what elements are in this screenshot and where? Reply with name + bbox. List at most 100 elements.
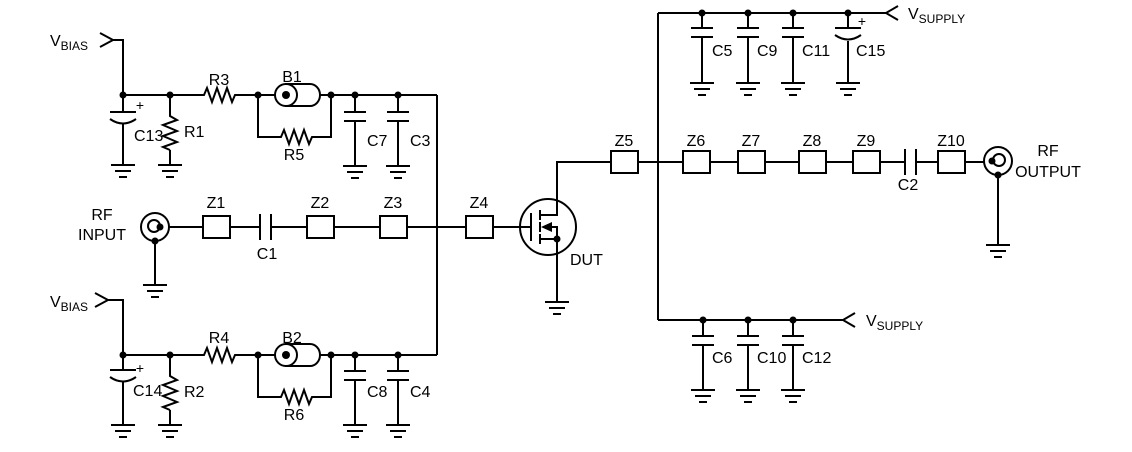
plus-mark-c13: + bbox=[136, 97, 144, 113]
label-z7: Z7 bbox=[742, 133, 761, 150]
resistor-r6 bbox=[278, 387, 315, 407]
label-z9: Z9 bbox=[857, 133, 876, 150]
capacitor-c8 bbox=[343, 370, 367, 381]
ground-icon bbox=[385, 424, 411, 438]
plus-mark-c15: + bbox=[858, 13, 866, 29]
vbias-top-arrow-icon bbox=[99, 32, 116, 48]
ground-icon bbox=[690, 389, 716, 403]
junction-dots bbox=[119, 9, 852, 359]
wire-r6-loop bbox=[257, 355, 332, 398]
label-c14: C14 bbox=[133, 383, 162, 400]
capacitor-c2 bbox=[904, 149, 917, 175]
port-label-rf-output-2: OUTPUT bbox=[1015, 164, 1081, 181]
port-label-rf-output-1: RF bbox=[1037, 143, 1059, 160]
ground-icon bbox=[835, 82, 861, 96]
ground-icon bbox=[157, 424, 183, 438]
wire-vbias-top-feed bbox=[113, 39, 124, 95]
impedance-z2 bbox=[306, 215, 335, 239]
ferrite-bead-b1 bbox=[274, 83, 321, 107]
ground-icon bbox=[544, 301, 570, 315]
port-label-vbias-top: VBIAS bbox=[50, 33, 88, 53]
ground-icon bbox=[110, 424, 136, 438]
label-c3: C3 bbox=[410, 133, 431, 150]
resistor-r4 bbox=[200, 345, 237, 365]
label-b2: B2 bbox=[282, 330, 302, 347]
label-z5: Z5 bbox=[615, 133, 634, 150]
label-c6: C6 bbox=[712, 350, 733, 367]
rf-output-connector bbox=[983, 146, 1013, 179]
capacitors bbox=[109, 27, 917, 383]
port-label-rf-input-2: INPUT bbox=[78, 227, 126, 244]
vsupply-top-arrow-icon bbox=[884, 5, 899, 21]
capacitor-c12 bbox=[781, 335, 805, 346]
impedance-z5 bbox=[610, 150, 639, 174]
label-c10: C10 bbox=[757, 350, 786, 367]
impedance-blocks bbox=[202, 150, 966, 239]
resistor-r5 bbox=[278, 127, 315, 147]
label-c12: C12 bbox=[802, 350, 831, 367]
wire-dut-source bbox=[540, 238, 558, 302]
label-z2: Z2 bbox=[311, 195, 330, 212]
port-label-vsupply-top: VSUPPLY bbox=[908, 6, 965, 26]
label-z8: Z8 bbox=[803, 133, 822, 150]
capacitor-c4 bbox=[386, 370, 410, 381]
label-b1: B1 bbox=[282, 69, 302, 86]
label-dut: DUT bbox=[570, 252, 603, 269]
plus-mark-c14: + bbox=[136, 360, 144, 376]
capacitor-c11 bbox=[781, 27, 805, 38]
ground-icon bbox=[735, 82, 761, 96]
wire-vbias-bottom-feed bbox=[108, 299, 124, 355]
vbias-bottom-arrow-icon bbox=[94, 292, 111, 308]
label-z4: Z4 bbox=[470, 195, 489, 212]
label-z3: Z3 bbox=[384, 195, 403, 212]
label-r3: R3 bbox=[209, 72, 230, 89]
capacitor-c14 bbox=[109, 369, 137, 383]
capacitor-c1 bbox=[259, 214, 272, 240]
ground-icon bbox=[142, 284, 168, 298]
ground-icon bbox=[110, 164, 136, 178]
impedance-z9 bbox=[852, 150, 881, 174]
vsupply-bottom-arrow-icon bbox=[841, 312, 856, 328]
label-c7: C7 bbox=[367, 133, 388, 150]
ground-icon bbox=[157, 164, 183, 178]
ground-icon bbox=[735, 389, 761, 403]
impedance-z3 bbox=[379, 215, 408, 239]
label-c5: C5 bbox=[712, 43, 733, 60]
wire-r5-loop bbox=[257, 95, 332, 138]
port-label-vsupply-bottom: VSUPPLY bbox=[866, 313, 923, 333]
label-z1: Z1 bbox=[207, 195, 226, 212]
capacitor-c5 bbox=[690, 27, 714, 38]
resistor-r3 bbox=[200, 85, 237, 105]
label-r5: R5 bbox=[284, 147, 305, 164]
ground-icon bbox=[985, 244, 1011, 258]
ground-icon bbox=[780, 82, 806, 96]
resistor-r2 bbox=[160, 372, 180, 411]
capacitor-c13 bbox=[109, 111, 137, 125]
wire-dut-drain bbox=[540, 161, 611, 216]
label-c8: C8 bbox=[367, 384, 388, 401]
labels: VBIAS VBIAS VSUPPLY VSUPPLY RF INPUT RF … bbox=[50, 6, 1081, 424]
capacitor-c3 bbox=[386, 111, 410, 122]
capacitor-c7 bbox=[343, 111, 367, 122]
ground-icon bbox=[689, 82, 715, 96]
label-r6: R6 bbox=[284, 407, 305, 424]
label-c4: C4 bbox=[410, 384, 431, 401]
mosfet-body-arrow-icon bbox=[541, 222, 552, 232]
impedance-z1 bbox=[202, 215, 231, 239]
label-c1: C1 bbox=[257, 246, 278, 263]
label-r1: R1 bbox=[184, 124, 205, 141]
port-arrows bbox=[94, 5, 899, 328]
ground-icon bbox=[342, 165, 368, 179]
label-r4: R4 bbox=[209, 330, 230, 347]
label-r2: R2 bbox=[184, 384, 205, 401]
wire-bottom-rail-cap-legs bbox=[702, 320, 794, 390]
capacitor-c15 bbox=[834, 27, 862, 41]
rf-input-connector bbox=[140, 212, 170, 245]
impedance-z8 bbox=[798, 150, 827, 174]
resistor-r1 bbox=[160, 112, 180, 151]
label-z6: Z6 bbox=[687, 133, 706, 150]
ground-icon bbox=[780, 389, 806, 403]
impedance-z4 bbox=[465, 215, 494, 239]
